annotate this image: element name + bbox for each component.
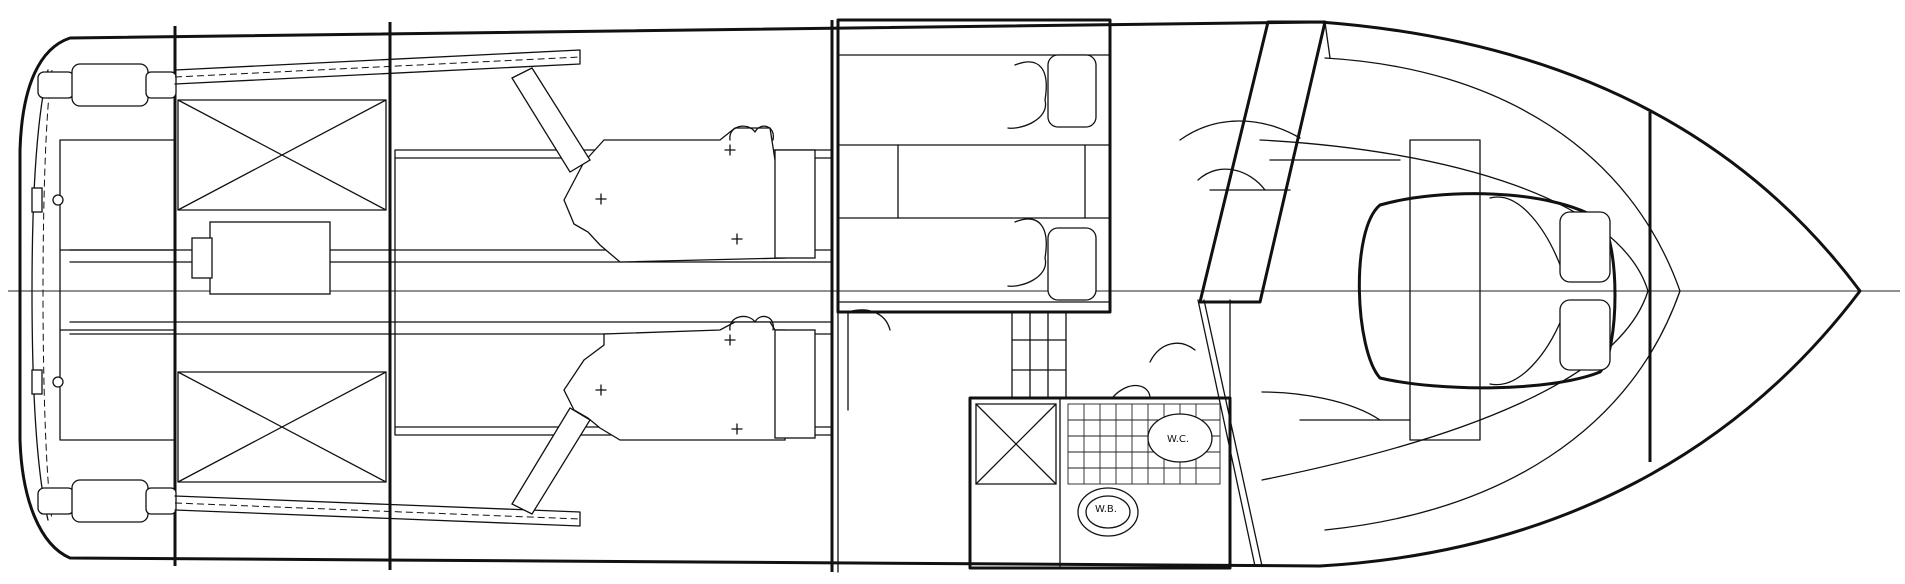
chair-upper [1007,54,1097,129]
hull-outline [18,20,1862,568]
engine-port [563,125,816,263]
intake-hose-starboard [511,407,591,515]
forward-cabin [836,18,1112,411]
intake-hose-port [511,67,591,173]
generator [191,221,331,295]
forward-salon [1259,21,1681,531]
engine-starboard [563,315,816,441]
v-berth [1357,139,1617,441]
exhaust-run-port [174,49,581,85]
toilet-wc: W.C. [1147,413,1213,463]
exhaust-muffler-port [37,63,177,107]
cleat-starboard [31,369,64,395]
shaft-lines [69,249,833,335]
exhaust-muffler-starboard [37,479,177,523]
aft-lazarette [31,69,176,521]
wb-label: W.B. [1095,504,1117,515]
salon-door-arc [1197,168,1266,191]
companionway-steps [1011,311,1067,399]
shower-stall [975,403,1057,485]
salon-diagonal-bulkhead [1179,20,1327,567]
wc-label: W.C. [1167,434,1189,445]
transom-line [31,69,49,521]
fuel-tank-starboard [177,371,387,483]
head-compartment: W.C. W.B. [968,384,1232,570]
head-door-arc [1149,342,1196,363]
chair-lower [1007,218,1097,301]
fuel-tank-port [177,99,387,211]
exhaust-run-starboard [174,495,581,527]
cabin-door-arc [847,309,891,331]
washbasin-wb: W.B. [1077,487,1139,537]
cleat-port [31,187,64,213]
